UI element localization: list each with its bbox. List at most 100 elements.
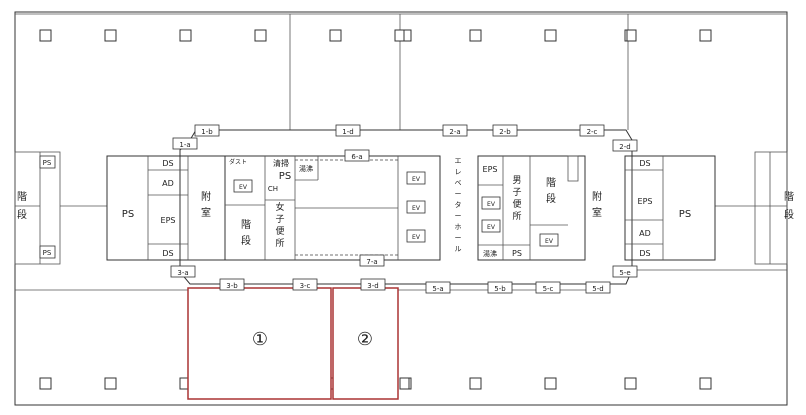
tag-box: [170, 265, 196, 278]
tag-box: [219, 278, 245, 291]
structural-column: [39, 377, 52, 390]
room-label-eps: EPS: [161, 216, 176, 225]
tag-box: [194, 124, 220, 137]
room-label-womens-wc: 子: [275, 214, 284, 225]
labels-layer: PSPS階段階段階段階段PSDSADEPSDS附室ダスト清掃PS湯沸CHEV女子…: [17, 155, 794, 259]
center-left-core: [224, 155, 441, 261]
ev-box: [406, 200, 426, 214]
center-right-core: [477, 155, 586, 261]
room-label-ds: DS: [639, 249, 650, 258]
unit-1-label: ①: [252, 329, 268, 350]
ev-box: [406, 171, 426, 185]
room-label-vestibule: 室: [201, 206, 211, 219]
structural-column: [544, 377, 557, 390]
tag-box: [535, 281, 561, 294]
structural-column: [544, 29, 557, 42]
room-label-ev: EV: [412, 234, 421, 241]
room-label-elevator-hall: ホ: [455, 223, 462, 231]
tag-label: 5-c: [543, 285, 554, 293]
unit-2-outline: [332, 287, 399, 400]
room-label-ch: CH: [268, 185, 278, 193]
room-label-ps: PS: [122, 209, 134, 220]
tag-box: [359, 254, 385, 267]
tag-box: [360, 278, 386, 291]
room-label-vestibule: 附: [201, 190, 211, 203]
tag-box: [442, 124, 468, 137]
unit-2-label: ②: [357, 329, 373, 350]
tag-label: 5-b: [494, 285, 506, 293]
room-label-womens-wc: 便: [275, 225, 284, 237]
tag-box: [344, 149, 370, 162]
structural-column: [626, 29, 637, 42]
room-label-hot-water: 湯沸: [299, 164, 313, 173]
ev-box: [481, 219, 501, 233]
tag-label: 2-a: [449, 128, 460, 136]
tag-box: [335, 124, 361, 137]
structural-column: [39, 29, 52, 42]
room-label-cleaning: 清掃: [273, 158, 289, 168]
room-label-ev: EV: [239, 184, 248, 191]
room-label-ds: DS: [162, 249, 173, 258]
room-label-mens-wc: 所: [512, 211, 521, 222]
structural-column: [394, 29, 405, 42]
tag-box: [172, 137, 198, 150]
ps-box: [39, 155, 56, 169]
room-label-elevator-hall: ー: [455, 212, 462, 220]
ev-box: [481, 196, 501, 210]
ev-box: [539, 233, 559, 247]
structural-column: [469, 29, 482, 42]
structural-column: [104, 29, 117, 42]
room-label-ds: DS: [162, 159, 173, 168]
room-label-ps: PS: [679, 209, 691, 220]
tag-box: [492, 124, 518, 137]
right-core-box: [624, 155, 716, 261]
room-label-elevator-hall: ベ: [455, 179, 462, 187]
room-label-elevator-hall: ー: [455, 234, 462, 242]
room-label-vestibule: 室: [592, 206, 602, 219]
room-label-ad: AD: [639, 229, 651, 238]
tag-box: [487, 281, 513, 294]
room-label-mens-wc: 男: [512, 175, 521, 186]
room-label-ps: PS: [43, 249, 52, 257]
tag-label: 1-d: [342, 128, 353, 136]
room-label-elevator-hall: ル: [455, 245, 462, 253]
room-label-vestibule: 附: [592, 190, 602, 203]
tag-label: 6-a: [351, 153, 362, 161]
room-label-mens-wc: 子: [512, 187, 521, 198]
room-label-stairs: 階: [241, 219, 251, 231]
room-label-ps: PS: [43, 159, 52, 167]
structural-column: [179, 29, 192, 42]
room-label-stairs: 段: [546, 192, 556, 205]
tag-label: 5-e: [619, 269, 630, 277]
tag-label: 2-b: [499, 128, 511, 136]
tag-label: 3-a: [177, 269, 188, 277]
structural-column: [104, 377, 117, 390]
room-label-ad: AD: [162, 179, 174, 188]
ps-box: [39, 245, 56, 259]
tag-label: 3-d: [367, 282, 378, 290]
room-label-stairs: 段: [17, 208, 27, 221]
core-corridor-outline: [179, 129, 633, 285]
room-label-eps: EPS: [483, 165, 498, 174]
room-label-elevator-hall: タ: [455, 200, 462, 209]
ev-box: [233, 179, 253, 193]
room-label-ds: DS: [639, 159, 650, 168]
tag-box: [425, 281, 451, 294]
structural-column: [469, 377, 482, 390]
room-label-ev: EV: [487, 201, 496, 208]
tag-box: [612, 139, 638, 152]
tag-label: 2-d: [619, 143, 630, 151]
room-label-ev: EV: [487, 224, 496, 231]
room-label-elevator-hall: エ: [455, 157, 462, 165]
room-label-elevator-hall: レ: [455, 168, 462, 176]
columns-layer: [39, 29, 712, 390]
right-stair-block: [754, 151, 788, 265]
core-shaft: [567, 155, 579, 182]
tag-label: 7-a: [366, 258, 377, 266]
room-label-mens-wc: 便: [512, 198, 521, 210]
room-label-stairs: 段: [784, 208, 794, 221]
structural-column: [699, 377, 712, 390]
room-label-stairs: 階: [17, 191, 27, 203]
